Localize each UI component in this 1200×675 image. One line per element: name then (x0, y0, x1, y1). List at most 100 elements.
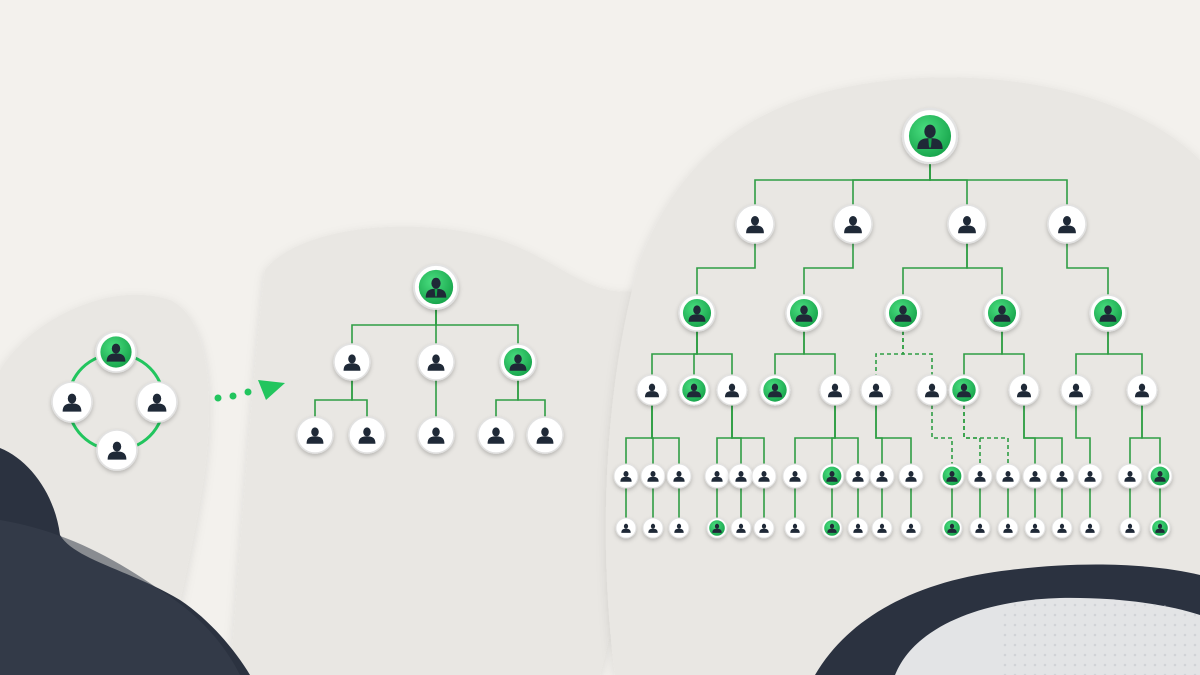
connector-line (1075, 405, 1091, 464)
large-tree-node-l4-17 (1077, 463, 1103, 489)
small-tree-node-l1-3 (499, 343, 537, 381)
large-tree-node-l4-1 (613, 463, 639, 489)
large-tree-node-l5-18 (1119, 517, 1141, 539)
large-tree-node-l5-9 (847, 517, 869, 539)
large-tree-node-l3-7 (916, 374, 948, 406)
large-tree-node-l1-1 (735, 204, 775, 244)
connector-line (731, 405, 765, 464)
connector-line (1001, 331, 1025, 375)
person-silhouette-icon (759, 523, 769, 533)
large-tree-node-l1-3 (947, 204, 987, 244)
person-with-tie-icon (425, 277, 447, 298)
connector-line (966, 243, 1003, 295)
ring-member-2 (51, 381, 93, 423)
connector-line (803, 331, 836, 375)
connector-line (696, 331, 733, 375)
large-tree-node-l5-15 (1024, 517, 1046, 539)
large-tree-node-l2-2 (785, 294, 823, 332)
person-silhouette-icon (894, 305, 912, 322)
person-silhouette-icon (947, 523, 957, 533)
connector-line (931, 405, 953, 464)
large-tree-node-l2-5 (1089, 294, 1127, 332)
person-silhouette-icon (1016, 383, 1032, 398)
connector-line (651, 405, 680, 464)
large-tree-node-l5-19 (1149, 517, 1171, 539)
person-silhouette-icon (147, 393, 167, 412)
person-silhouette-icon (877, 523, 887, 533)
person-silhouette-icon (758, 470, 770, 482)
person-silhouette-icon (1134, 383, 1150, 398)
person-silhouette-icon (906, 523, 916, 533)
person-silhouette-icon (958, 215, 976, 234)
large-tree-node-l3-2 (678, 374, 710, 406)
small-tree-node-l2-2 (348, 416, 386, 454)
person-silhouette-icon (993, 305, 1011, 322)
large-tree-node-l4-13 (967, 463, 993, 489)
person-silhouette-icon (946, 470, 958, 482)
connector-line (1066, 243, 1109, 295)
person-silhouette-icon (106, 343, 126, 362)
large-tree-node-l5-4 (706, 517, 728, 539)
person-silhouette-icon (1099, 305, 1117, 322)
person-silhouette-icon (621, 523, 631, 533)
person-silhouette-icon (724, 383, 740, 398)
connector-line (1141, 405, 1161, 464)
connector-line (1023, 405, 1063, 464)
person-silhouette-icon (826, 470, 838, 482)
person-silhouette-icon (674, 523, 684, 533)
connector-line (875, 331, 904, 375)
person-silhouette-icon (62, 393, 82, 412)
large-tree-node-l4-11 (898, 463, 924, 489)
person-silhouette-icon (686, 383, 702, 398)
person-silhouette-icon (648, 523, 658, 533)
person-nodes (51, 107, 1173, 539)
large-tree-node-l1-2 (833, 204, 873, 244)
large-tree-node-l5-8 (821, 517, 843, 539)
person-silhouette-icon (107, 441, 127, 460)
arrow-dot (244, 388, 252, 396)
ring-member-1 (95, 331, 137, 373)
small-tree-node-l1-1 (333, 343, 371, 381)
arrow-dot (229, 392, 237, 400)
large-tree-node-l5-2 (642, 517, 664, 539)
person-silhouette-icon (1124, 470, 1136, 482)
ring-member-4 (96, 429, 138, 471)
small-tree-node-l1-2 (417, 343, 455, 381)
large-tree-node-l4-12 (939, 463, 965, 489)
person-silhouette-icon (1085, 523, 1095, 533)
large-tree-node-l2-3 (884, 294, 922, 332)
person-silhouette-icon (1002, 470, 1014, 482)
person-silhouette-icon (673, 470, 685, 482)
person-silhouette-icon (306, 427, 324, 444)
large-tree-node-l5-12 (941, 517, 963, 539)
large-tree-node-l4-5 (728, 463, 754, 489)
person-silhouette-icon (790, 523, 800, 533)
person-silhouette-icon (767, 383, 783, 398)
small-tree-node-l2-5 (526, 416, 564, 454)
large-tree-node-l4-3 (666, 463, 692, 489)
large-tree-node-l3-8 (948, 374, 980, 406)
person-silhouette-icon (487, 427, 505, 444)
person-silhouette-icon (827, 383, 843, 398)
person-silhouette-icon (711, 470, 723, 482)
connector-line (696, 243, 756, 295)
person-silhouette-icon (1003, 523, 1013, 533)
large-tree-node-l3-9 (1008, 374, 1040, 406)
large-tree-node-l3-10 (1060, 374, 1092, 406)
person-silhouette-icon (1056, 470, 1068, 482)
person-silhouette-icon (647, 470, 659, 482)
person-silhouette-icon (536, 427, 554, 444)
connector-line (902, 331, 933, 375)
person-silhouette-icon (644, 383, 660, 398)
large-tree-node-l3-5 (819, 374, 851, 406)
small-tree-node-l2-1 (296, 416, 334, 454)
connector-line (834, 405, 859, 464)
connector-line (963, 405, 1009, 464)
large-tree-node-l4-7 (782, 463, 808, 489)
large-tree-node-l5-3 (668, 517, 690, 539)
large-tree-node-l4-16 (1049, 463, 1075, 489)
person-silhouette-icon (688, 305, 706, 322)
small-tree-node-l2-3 (417, 416, 455, 454)
